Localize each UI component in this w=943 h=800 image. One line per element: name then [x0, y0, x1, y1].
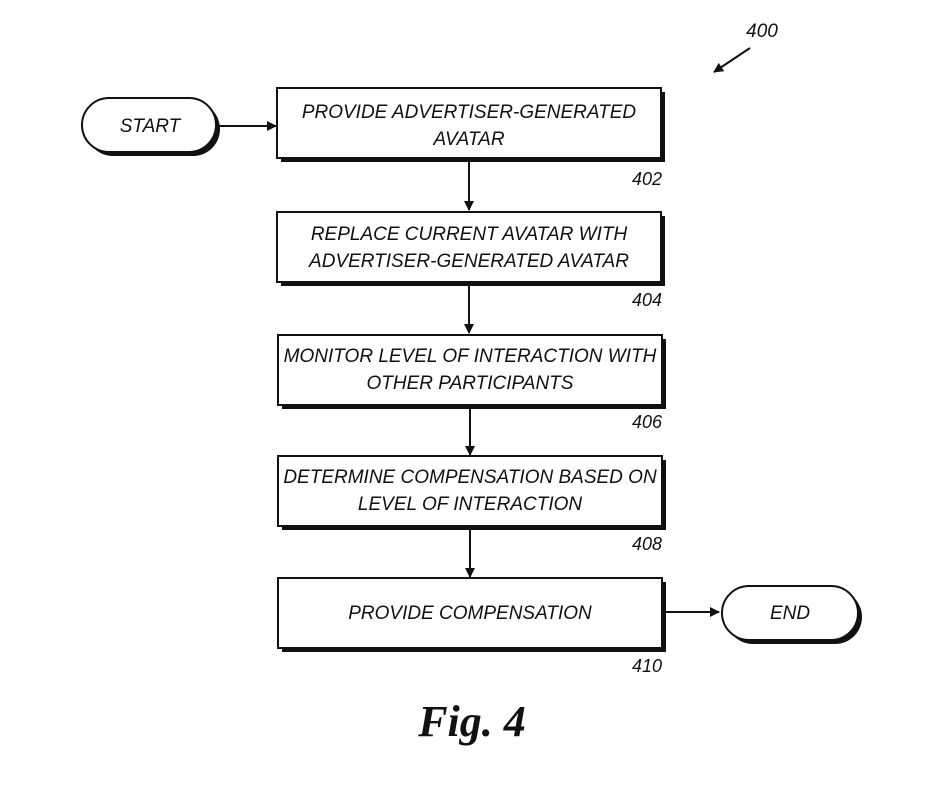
step-404-number: 404: [632, 290, 662, 310]
step-404-line-1: REPLACE CURRENT AVATAR WITH: [311, 224, 628, 245]
start-label: START: [120, 116, 182, 137]
step-404: REPLACE CURRENT AVATAR WITH ADVERTISER-G…: [276, 211, 665, 310]
step-410-line-1: PROVIDE COMPENSATION: [348, 603, 592, 624]
figure-reference-number: 400: [746, 21, 778, 42]
end-terminal: END: [721, 585, 862, 644]
step-410: PROVIDE COMPENSATION 410: [277, 577, 666, 676]
step-408-line-1: DETERMINE COMPENSATION BASED ON: [283, 467, 657, 488]
start-terminal: START: [81, 97, 220, 156]
reference-arrow: [713, 47, 751, 73]
end-label: END: [770, 603, 810, 624]
step-408: DETERMINE COMPENSATION BASED ON LEVEL OF…: [277, 455, 666, 554]
step-408-number: 408: [632, 534, 662, 554]
step-406-line-1: MONITOR LEVEL OF INTERACTION WITH: [284, 346, 657, 367]
step-406-line-2: OTHER PARTICIPANTS: [367, 373, 574, 394]
figure-caption: Fig. 4: [417, 697, 526, 746]
step-402-number: 402: [632, 169, 662, 189]
step-402-line-1: PROVIDE ADVERTISER-GENERATED: [302, 102, 637, 123]
step-408-line-2: LEVEL OF INTERACTION: [358, 494, 582, 515]
step-410-number: 410: [632, 656, 662, 676]
step-402-line-2: AVATAR: [432, 129, 504, 150]
step-406: MONITOR LEVEL OF INTERACTION WITH OTHER …: [277, 334, 666, 432]
step-406-number: 406: [632, 412, 663, 432]
step-404-line-2: ADVERTISER-GENERATED AVATAR: [308, 251, 629, 272]
step-402: PROVIDE ADVERTISER-GENERATED AVATAR 402: [276, 87, 665, 189]
